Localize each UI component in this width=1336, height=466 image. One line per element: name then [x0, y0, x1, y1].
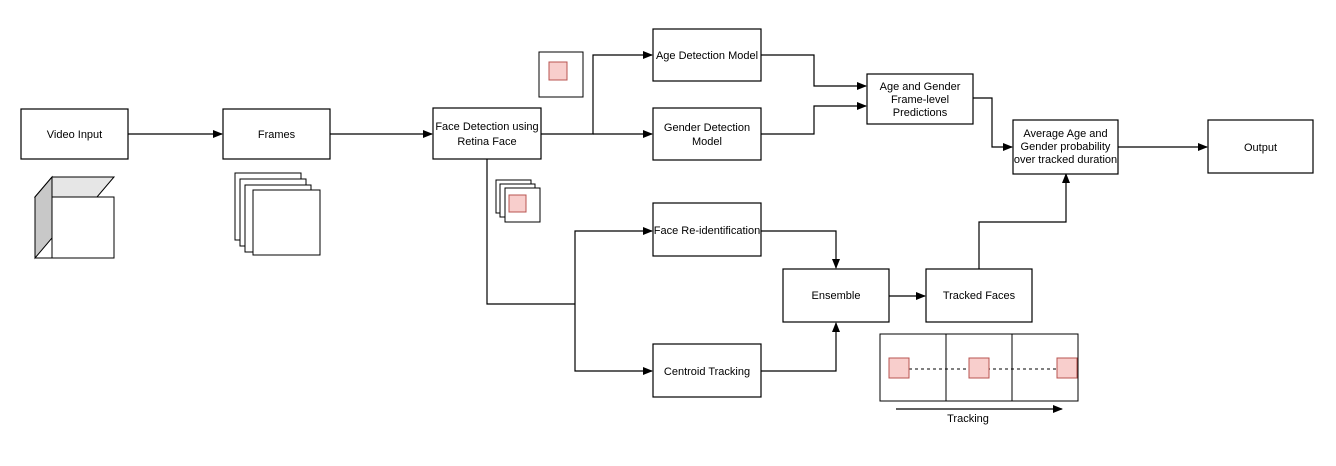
tracking-label: Tracking — [947, 413, 989, 425]
node-frames: Frames — [222, 108, 331, 160]
frames-stack-icon — [234, 172, 321, 256]
edge-split-to-reid — [574, 227, 653, 304]
node-average: Average Age and Gender probability over … — [1012, 119, 1119, 175]
node-face-detection-label-1: Face Detection using — [435, 121, 538, 133]
node-predictions-label-2: Frame-level — [891, 94, 949, 106]
node-predictions: Age and Gender Frame-level Predictions — [866, 73, 974, 125]
node-gender-model-label-1: Gender Detection — [664, 122, 750, 134]
node-video-input: Video Input — [20, 108, 129, 160]
node-reid-label: Face Re-identification — [654, 225, 760, 237]
tracking-strip: Tracking — [879, 333, 1079, 425]
node-output: Output — [1207, 119, 1314, 174]
node-centroid-label: Centroid Tracking — [664, 366, 750, 378]
node-gender-model: Gender Detection Model — [652, 107, 762, 161]
face-crops-stack-icon — [495, 179, 541, 223]
edge-reid-to-ensemble — [761, 230, 840, 269]
edge-detection-to-age — [541, 51, 653, 135]
edge-centroid-to-ensemble — [761, 322, 840, 372]
node-frames-label: Frames — [258, 129, 296, 141]
node-average-label-1: Average Age and — [1023, 128, 1107, 140]
node-age-model-label: Age Detection Model — [656, 50, 758, 62]
node-video-input-label: Video Input — [47, 129, 102, 141]
node-face-detection-label-2: Retina Face — [457, 136, 516, 148]
node-ensemble-label: Ensemble — [812, 290, 861, 302]
connectors — [128, 51, 1208, 375]
edge-age-to-predictions — [761, 54, 867, 90]
node-average-label-2: Gender probability — [1021, 141, 1111, 153]
edge-split-to-centroid — [574, 304, 653, 375]
node-reid: Face Re-identification — [652, 202, 762, 257]
edge-predictions-to-average — [973, 97, 1013, 151]
node-face-detection: Face Detection using Retina Face — [432, 107, 542, 160]
edge-detection-to-tracking-split — [486, 159, 575, 305]
node-ensemble: Ensemble — [782, 268, 890, 323]
face-crop-icon — [538, 51, 584, 98]
tracked-face-1 — [888, 357, 910, 379]
node-predictions-label-3: Predictions — [893, 107, 948, 119]
node-gender-model-label-2: Model — [692, 136, 722, 148]
edge-gender-to-predictions — [761, 102, 867, 135]
node-predictions-label-1: Age and Gender — [880, 81, 961, 93]
node-age-model: Age Detection Model — [652, 28, 762, 82]
node-centroid: Centroid Tracking — [652, 343, 762, 398]
edge-tracked-to-average — [978, 173, 1070, 269]
node-tracked-faces: Tracked Faces — [925, 268, 1033, 323]
tracked-face-2 — [968, 357, 990, 379]
cube-icon — [33, 175, 116, 260]
node-output-label: Output — [1244, 142, 1277, 154]
tracked-face-3 — [1056, 357, 1078, 379]
node-tracked-faces-label: Tracked Faces — [943, 290, 1016, 302]
node-average-label-3: over tracked duration — [1014, 154, 1117, 166]
